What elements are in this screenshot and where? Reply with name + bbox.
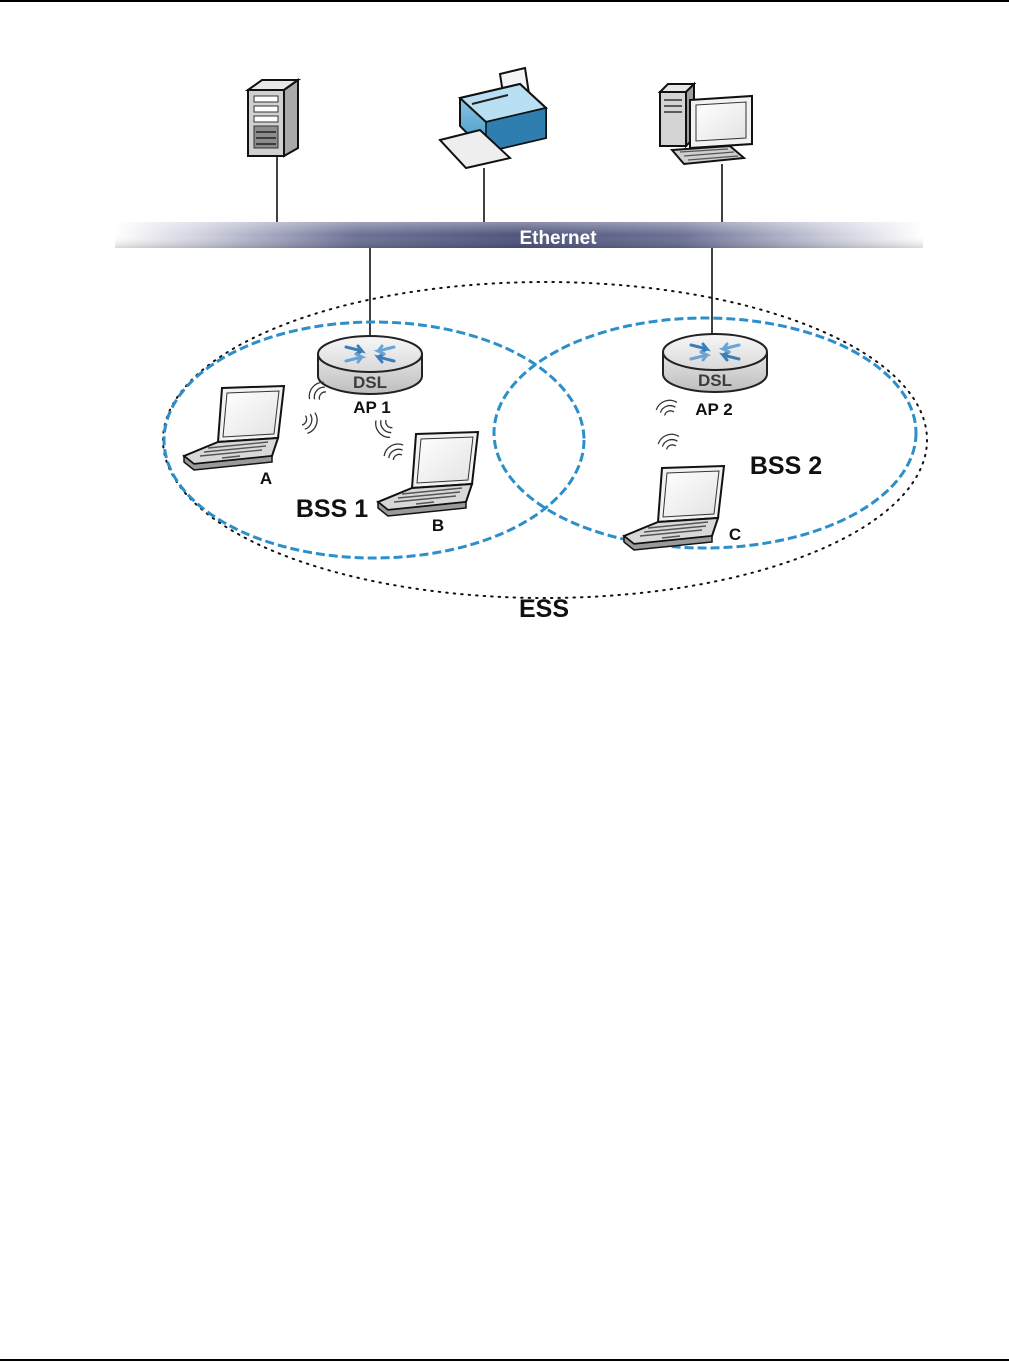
ap2-router-icon: DSL (663, 334, 767, 392)
ap1-router-badge: DSL (353, 373, 387, 392)
laptop-a-icon (184, 386, 284, 470)
wireless-signal-icon (300, 410, 320, 435)
ap1-router-icon: DSL (318, 336, 422, 394)
printer-icon (440, 68, 546, 168)
ap2-label: AP 2 (695, 400, 733, 419)
station-c-label: C (729, 525, 741, 544)
station-b-label: B (432, 516, 444, 535)
desktop-computer-icon (660, 84, 752, 164)
wireless-signal-icon (372, 415, 396, 440)
bss2-label: BSS 2 (750, 452, 822, 480)
page-bottom-rule (0, 1359, 1009, 1361)
laptop-c-icon (624, 466, 724, 550)
server-icon (248, 80, 298, 156)
station-a-label: A (260, 469, 272, 488)
wireless-signal-icon (381, 440, 407, 463)
ethernet-bar: Ethernet (115, 222, 923, 249)
network-diagram: Ethernet DSL DSL AP 1 AP 2 A B C BSS 1 B… (0, 0, 1009, 640)
wireless-signal-icon (656, 431, 681, 451)
ethernet-label: Ethernet (519, 228, 597, 249)
wireless-signal-icon (654, 397, 679, 417)
bss1-label: BSS 1 (296, 495, 368, 523)
ap2-router-badge: DSL (698, 371, 732, 390)
ess-label: ESS (519, 595, 569, 623)
ap1-label: AP 1 (353, 398, 391, 417)
